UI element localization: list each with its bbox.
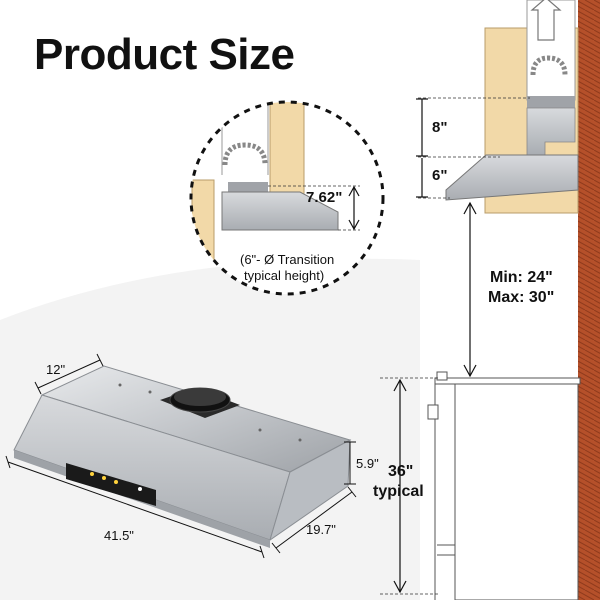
front-height-label: 5.9" xyxy=(356,456,379,471)
min-clearance-label: Min: 24" xyxy=(490,269,553,286)
counter-height-label: typical xyxy=(373,483,424,500)
callout-airflow-curve-icon xyxy=(222,142,268,166)
control-panel xyxy=(66,463,156,506)
max-clearance-label: Max: 30" xyxy=(488,289,554,306)
transition-collar xyxy=(527,96,575,108)
transition-note-line1: (6"- Ø Transition xyxy=(240,252,334,267)
hood-height-label: 6" xyxy=(432,167,447,184)
transition-height-label: 7.62" xyxy=(306,189,342,206)
install-diagram: 8" 6" Min: 24" Max: 30" xyxy=(373,0,600,600)
hood-side-face xyxy=(269,439,351,542)
duct-height-label: 8" xyxy=(432,119,447,136)
hood-dimension-lines: 12" 41.5" 19.7" 5.9" xyxy=(5,353,379,559)
airflow-arrow-icon xyxy=(530,0,562,41)
front-depth-label: 19.7" xyxy=(306,522,336,537)
page-title: Product Size xyxy=(34,30,295,79)
depth-label: 12" xyxy=(46,362,65,377)
width-label: 41.5" xyxy=(104,528,134,543)
range-outline xyxy=(427,371,581,600)
counter-height-value: 36" xyxy=(388,463,413,480)
brick-wall xyxy=(578,0,600,600)
hood-profile-side xyxy=(445,154,579,201)
callout-transition-collar xyxy=(228,182,268,192)
airflow-curve-icon xyxy=(530,55,568,76)
transition-note-line2: typical height) xyxy=(244,268,324,283)
callout-dashed-border xyxy=(189,100,385,296)
hood-product xyxy=(13,365,352,548)
callout-hood-profile xyxy=(221,191,339,231)
